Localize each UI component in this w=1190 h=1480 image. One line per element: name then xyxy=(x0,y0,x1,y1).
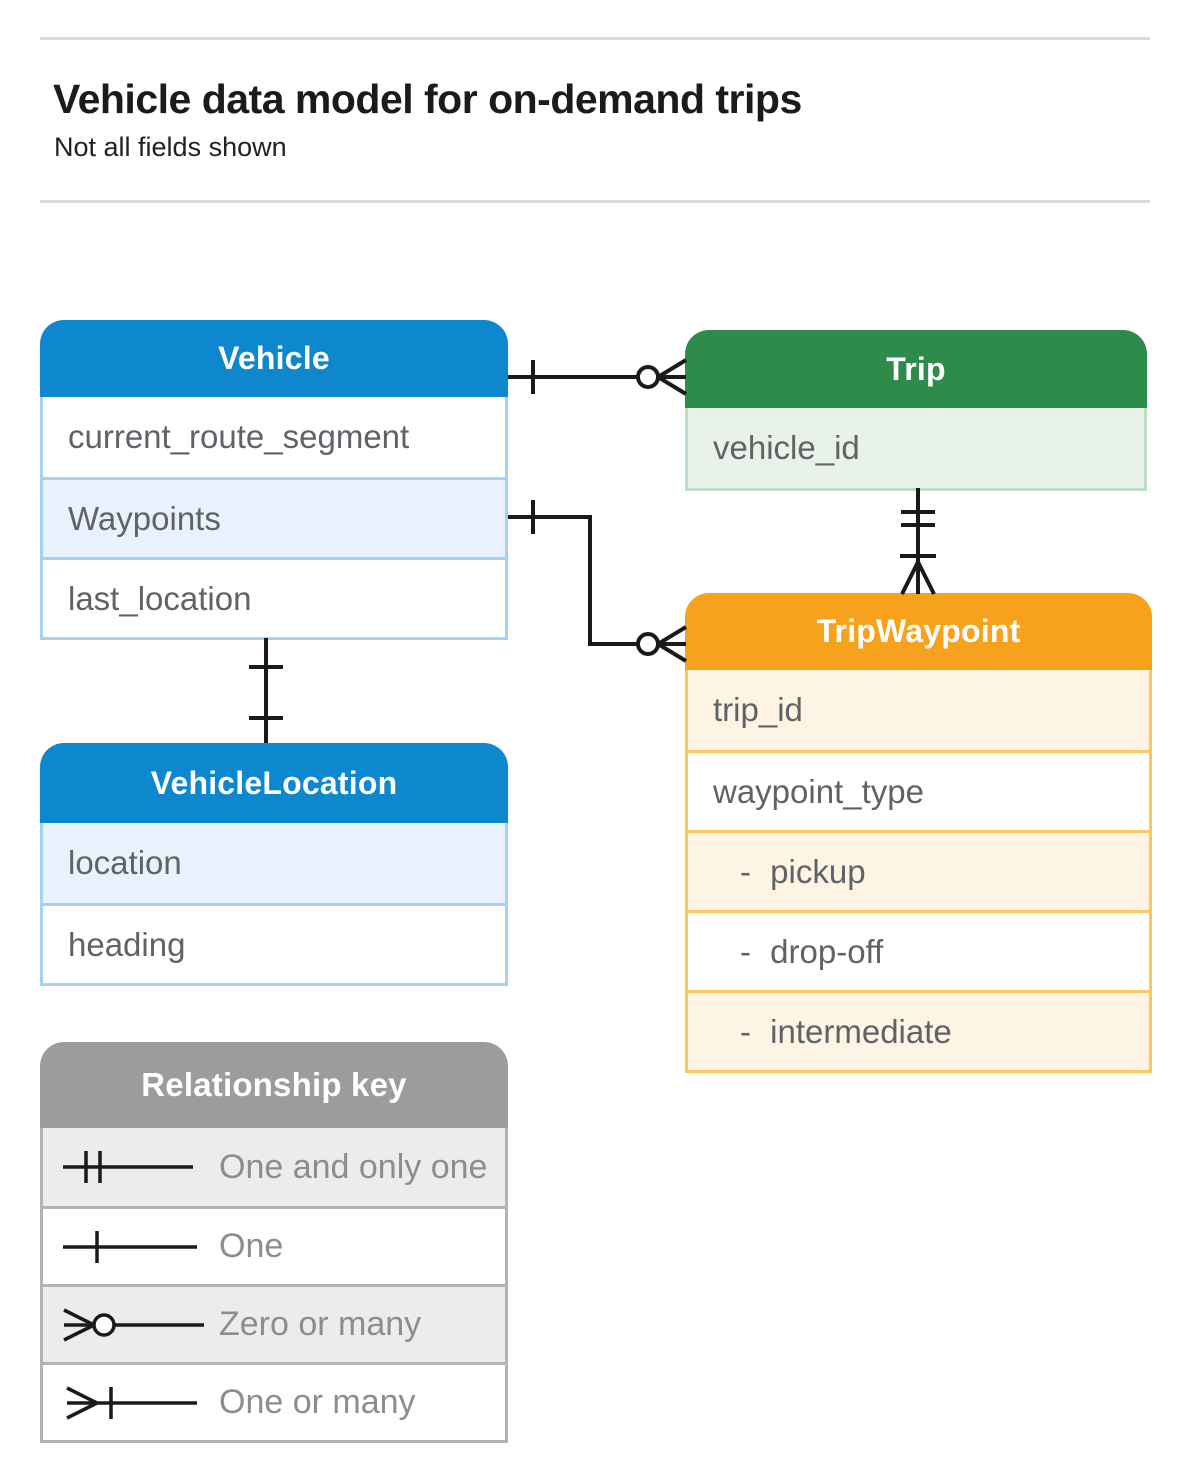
legend-label: One and only one xyxy=(219,1147,488,1186)
field-row: location xyxy=(43,823,505,903)
entity-title: Trip xyxy=(886,350,946,387)
connector-vehicle-vehiclelocation xyxy=(249,638,283,743)
header-divider xyxy=(40,200,1150,203)
entity-title: VehicleLocation xyxy=(150,764,398,801)
entity-vehicle-header: Vehicle xyxy=(40,320,508,397)
entity-trip-fields: vehicle_id xyxy=(685,408,1147,491)
connector-waypoints-tripwaypoint xyxy=(508,500,686,661)
entity-vehicle: Vehicle current_route_segment Waypoints … xyxy=(40,320,508,640)
entity-vehicle-location: VehicleLocation location heading xyxy=(40,743,508,986)
relationship-key-header: Relationship key xyxy=(40,1042,508,1128)
one-or-many-icon xyxy=(66,1385,197,1420)
field-row: waypoint_type xyxy=(688,750,1149,830)
field-label: - pickup xyxy=(740,852,866,890)
zero-or-many-icon xyxy=(63,1307,204,1342)
entity-vehicle-location-header: VehicleLocation xyxy=(40,743,508,823)
one-icon xyxy=(63,1230,197,1263)
entity-trip-waypoint: TripWaypoint trip_id waypoint_type - pic… xyxy=(685,593,1152,1073)
field-row: - intermediate xyxy=(688,990,1149,1070)
legend-label: One or many xyxy=(219,1383,416,1421)
legend-row: Zero or many xyxy=(43,1284,505,1362)
field-row: trip_id xyxy=(688,670,1149,750)
field-row: Waypoints xyxy=(43,477,505,557)
field-label: Waypoints xyxy=(68,499,221,537)
entity-vehicle-location-fields: location heading xyxy=(40,823,508,986)
connector-trip-tripwaypoint xyxy=(900,488,936,594)
legend-row: One and only one xyxy=(43,1128,505,1206)
field-row: - drop-off xyxy=(688,910,1149,990)
field-label: heading xyxy=(68,925,186,963)
field-row: heading xyxy=(43,903,505,983)
entity-trip: Trip vehicle_id xyxy=(685,330,1147,491)
entity-title: TripWaypoint xyxy=(816,613,1021,649)
field-label: waypoint_type xyxy=(713,772,924,810)
page-title: Vehicle data model for on-demand trips xyxy=(53,76,802,122)
relationship-key-rows: One and only one One Zer xyxy=(40,1128,508,1443)
legend-label: Zero or many xyxy=(219,1305,422,1343)
legend-title: Relationship key xyxy=(141,1066,407,1103)
field-label: trip_id xyxy=(713,691,803,728)
legend-row: One xyxy=(43,1206,505,1284)
one-and-only-one-icon xyxy=(63,1151,193,1183)
relationship-key: Relationship key One and only one One xyxy=(40,1042,508,1443)
connector-vehicle-trip xyxy=(508,360,686,394)
top-divider xyxy=(40,37,1150,40)
field-label: vehicle_id xyxy=(713,429,860,466)
legend-row: One or many xyxy=(43,1362,505,1440)
page-subtitle: Not all fields shown xyxy=(54,132,287,162)
field-row: - pickup xyxy=(688,830,1149,910)
field-label: current_route_segment xyxy=(68,418,410,455)
entity-trip-waypoint-fields: trip_id waypoint_type - pickup - drop-of… xyxy=(685,670,1152,1073)
field-row: last_location xyxy=(43,557,505,637)
field-label: location xyxy=(68,844,182,881)
field-row: vehicle_id xyxy=(688,408,1144,488)
entity-trip-waypoint-header: TripWaypoint xyxy=(685,593,1152,670)
entity-trip-header: Trip xyxy=(685,330,1147,408)
entity-vehicle-fields: current_route_segment Waypoints last_loc… xyxy=(40,397,508,640)
legend-label: One xyxy=(219,1227,284,1265)
field-label: last_location xyxy=(68,579,252,617)
field-label: - drop-off xyxy=(740,932,884,970)
field-row: current_route_segment xyxy=(43,397,505,477)
entity-title: Vehicle xyxy=(218,340,330,376)
field-label: - intermediate xyxy=(740,1012,952,1050)
